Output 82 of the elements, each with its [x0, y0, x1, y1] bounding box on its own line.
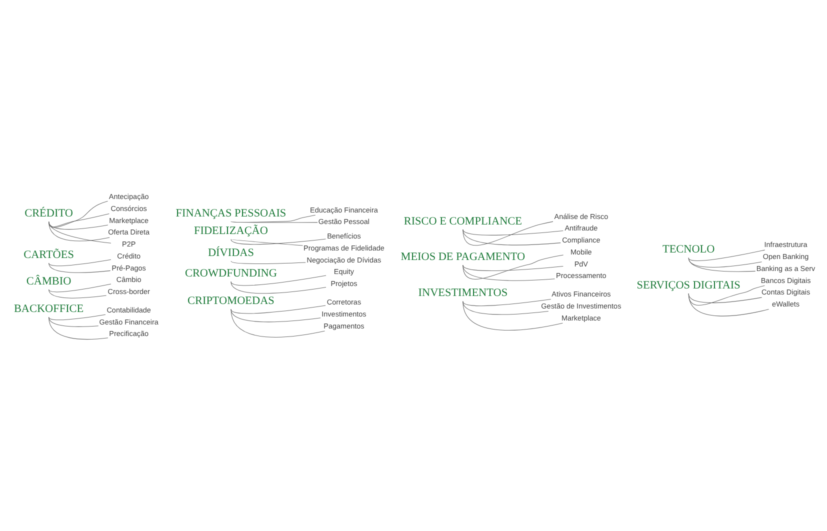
node-text: BACKOFFICE [14, 302, 84, 314]
connector [48, 258, 112, 266]
node-text: SERVIÇOS DIGITAIS [636, 278, 740, 291]
connector [462, 298, 552, 306]
connector [230, 238, 304, 246]
node-text: Projetos [330, 278, 358, 288]
node-text: Open Banking [762, 252, 809, 261]
node-text: Bancos Digitais [760, 275, 811, 284]
node-text: RISCO E COMPLIANCE [404, 214, 522, 227]
connector [230, 238, 326, 244]
connector [230, 304, 326, 314]
node-text: Gestão Financeira [99, 316, 158, 326]
connector [48, 288, 107, 298]
node-text: Análise de Risco [554, 211, 608, 220]
node-text: Gestão de Investimentos [541, 300, 622, 310]
node-text: Processamento [556, 270, 606, 280]
node-text: Câmbio [116, 274, 142, 284]
connector [230, 280, 326, 294]
node-text: Cross-border [108, 286, 150, 296]
connector [462, 220, 554, 246]
node-text: TECNOLO [662, 243, 715, 256]
node-text: P2P [122, 239, 136, 248]
connector [230, 308, 321, 322]
node-text: Marketplace [561, 312, 601, 322]
node-text: PdV [574, 258, 588, 268]
node-text: Antecipação [108, 192, 149, 201]
node-text: Precificação [109, 328, 149, 338]
node-text: Ativos Financeiros [552, 289, 611, 298]
node-text: Compliance [562, 235, 600, 244]
node-text: CÂMBIO [26, 274, 72, 287]
node-text: Pagamentos [324, 320, 364, 330]
connector [230, 274, 326, 286]
connector [230, 220, 318, 222]
connector [688, 249, 766, 260]
node-text: Marketplace [109, 215, 149, 224]
connector [688, 284, 765, 305]
node-text: Benefícios [327, 231, 361, 240]
connector [48, 316, 108, 340]
connector [462, 264, 564, 271]
node-text: eWallets [772, 298, 800, 308]
node-text: CARTÕES [24, 248, 74, 260]
node-text: FIDELIZAÇÃO [194, 224, 268, 237]
node-text: Negociação de Dívidas [306, 254, 382, 264]
node-text: CRÉDITO [24, 206, 73, 219]
node-text: Corretoras [326, 297, 362, 306]
node-text: Equity [334, 266, 354, 276]
connector [688, 292, 762, 303]
connector [688, 292, 770, 316]
node-text: INVESTIMENTOS [418, 286, 508, 299]
node-text: CRIPTOMOEDAS [188, 294, 274, 307]
node-text: Antifraude [564, 223, 598, 232]
node-text: DÍVIDAS [208, 246, 254, 258]
connector [48, 283, 112, 292]
node-text: Consórcios [110, 203, 147, 212]
connector [48, 316, 99, 326]
node-text: Investimentos [322, 308, 366, 318]
node-text: CROWDFUNDING [184, 266, 277, 279]
connector [462, 228, 561, 245]
node-text: Crédito [117, 250, 141, 260]
connector [462, 300, 563, 330]
connector [48, 314, 106, 320]
connector [230, 260, 306, 264]
connector [688, 257, 756, 272]
node-text: Banking as a Serv [756, 263, 816, 272]
node-text: Educação Financeira [310, 204, 378, 214]
connector [48, 262, 111, 272]
connector [462, 264, 555, 280]
node-text: Pré-Pagos [112, 262, 146, 272]
connector [462, 254, 564, 279]
node-text: Contas Digitais [761, 287, 810, 296]
node-text: MEIOS DE PAGAMENTO [400, 250, 526, 262]
connector [230, 308, 326, 337]
connector [462, 228, 564, 235]
node-text: Oferta Direta [108, 227, 150, 236]
node-text: Infraestrutura [764, 240, 808, 249]
node-text: Programas de Fidelidade [304, 242, 384, 252]
connector [230, 214, 316, 222]
node-text: Contabilidade [106, 304, 151, 314]
node-text: Gestão Pessoal [318, 216, 370, 226]
node-text: FINANÇAS PESSOAIS [176, 206, 286, 219]
node-text: Mobile [570, 246, 592, 256]
connector [48, 213, 110, 227]
